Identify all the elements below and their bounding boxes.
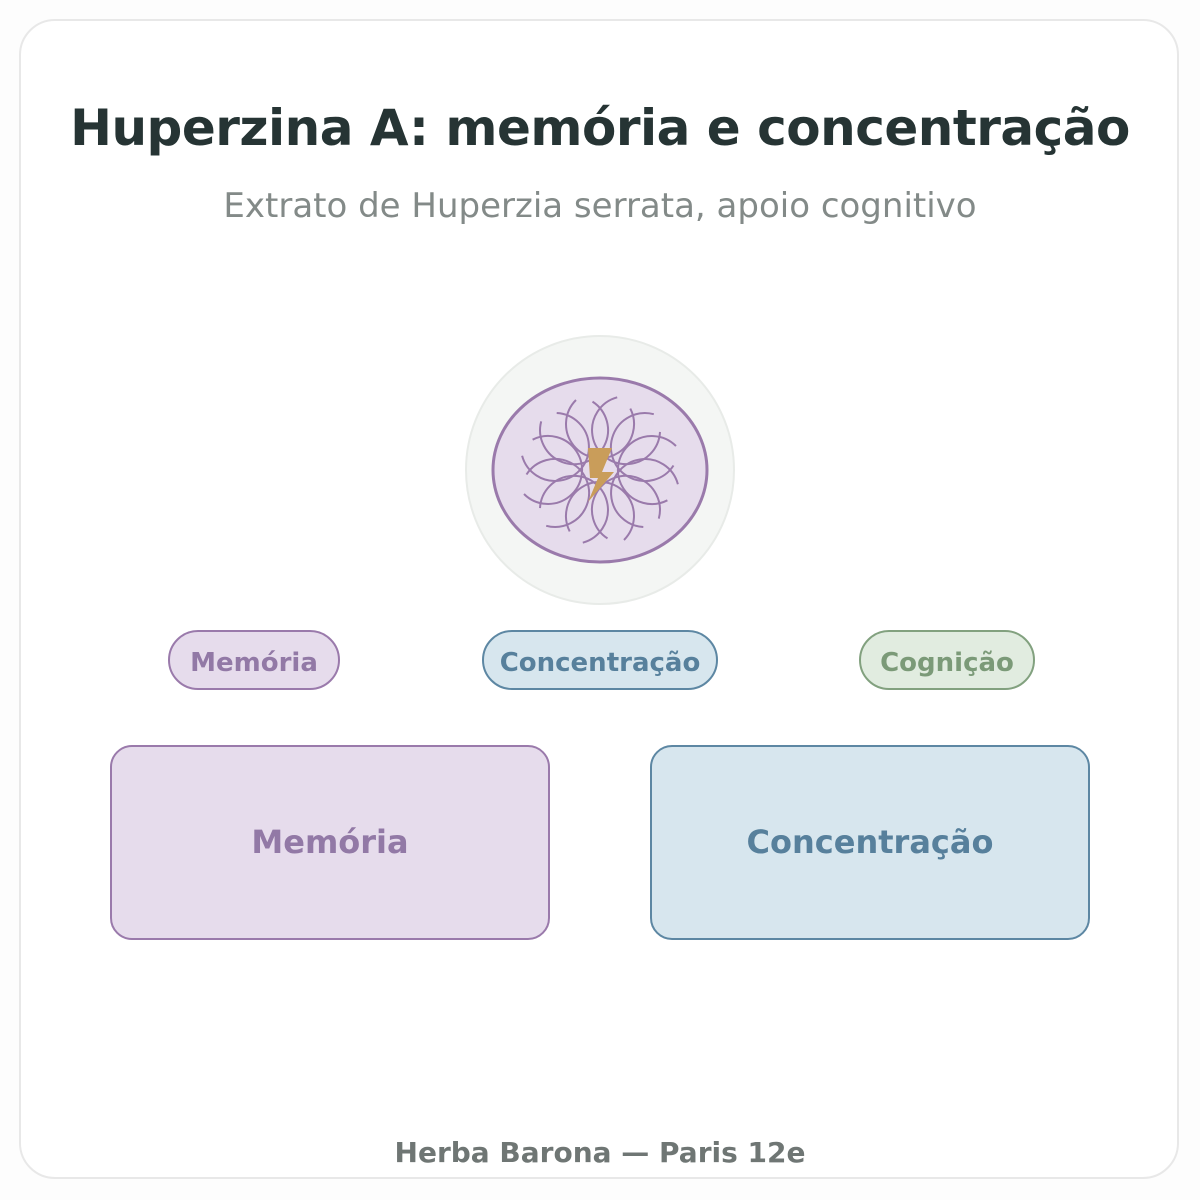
brain-fold bbox=[565, 480, 635, 541]
brain-fold bbox=[521, 412, 590, 482]
brain-fold bbox=[590, 474, 661, 540]
page-title: Huperzina A: memória e concentração bbox=[70, 99, 1130, 157]
lightning-bolt bbox=[588, 448, 614, 502]
brain-fold bbox=[616, 435, 677, 505]
tag-memoria: Memória bbox=[168, 630, 340, 690]
brain-folds bbox=[521, 396, 679, 544]
tag-cognicao: Cognição bbox=[859, 630, 1035, 690]
brain-fold bbox=[610, 458, 679, 528]
brain-fold bbox=[609, 412, 675, 483]
page-subtitle: Extrato de Huperzia serrata, apoio cogni… bbox=[223, 186, 977, 226]
box-concentracao: Concentração bbox=[650, 745, 1090, 940]
footer-brand: Herba Barona — Paris 12e bbox=[394, 1136, 806, 1169]
brain-fold bbox=[523, 435, 584, 505]
tag-concentracao: Concentração bbox=[482, 630, 718, 690]
box-memoria: Memória bbox=[110, 745, 550, 940]
brain-fold bbox=[539, 400, 610, 466]
brain-lightning-icon bbox=[465, 335, 735, 605]
brain-fold bbox=[539, 474, 609, 544]
brain-fold bbox=[525, 457, 591, 528]
